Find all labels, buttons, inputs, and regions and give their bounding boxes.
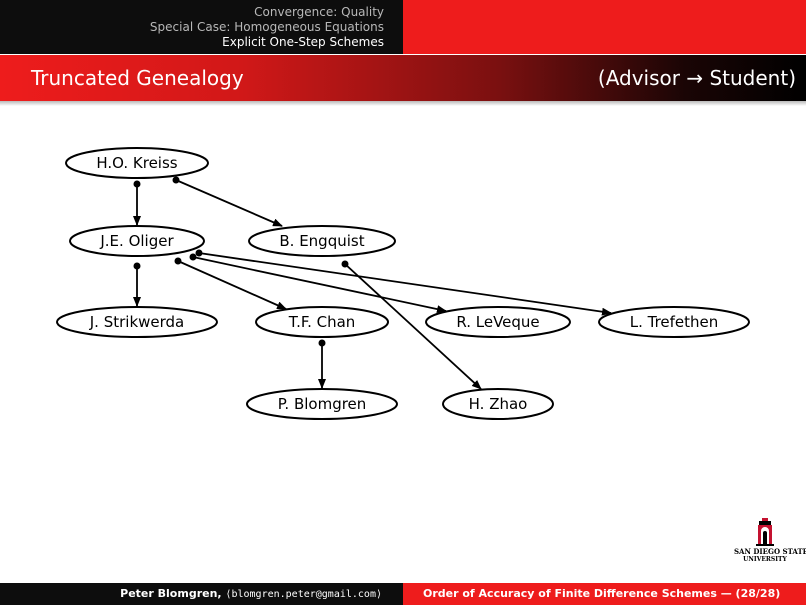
footer-talk-title: Order of Accuracy of Finite Difference S… — [423, 587, 781, 600]
edge-kreiss-to-oliger — [133, 180, 141, 226]
node-ellipse — [598, 306, 750, 338]
node-label: J. Strikwerda — [89, 313, 185, 331]
edge-oliger-to-trefethen — [195, 249, 612, 316]
nav-accent-panel — [403, 0, 806, 54]
node-kreiss: H.O. Kreiss — [65, 147, 209, 179]
node-label: L. Trefethen — [630, 313, 719, 331]
footer-author: Peter Blomgren, ⟨blomgren.peter@gmail.co… — [120, 587, 382, 600]
frame-subtitle: (Advisor → Student) — [597, 66, 796, 90]
logo-text-line1: SAN DIEGO STATE — [734, 547, 806, 556]
edge-arrow — [192, 256, 447, 314]
university-logo: SAN DIEGO STATE UNIVERSITY — [734, 518, 806, 566]
frame-title-bar: Truncated Genealogy (Advisor → Student) — [0, 55, 806, 106]
frame-title: Truncated Genealogy — [31, 66, 244, 90]
edge-start-dot — [174, 257, 182, 265]
edge-engquist-to-zhao — [341, 260, 482, 390]
node-strikwerda: J. Strikwerda — [56, 306, 218, 338]
edge-start-dot — [133, 262, 141, 270]
logo-text-line2: UNIVERSITY — [743, 556, 787, 563]
author-name: Peter Blomgren, — [120, 587, 222, 600]
edge-arrow — [198, 252, 612, 316]
node-trefethen: L. Trefethen — [598, 306, 750, 338]
edge-start-dot — [318, 339, 326, 347]
nav-subsection-homogeneous[interactable]: Special Case: Homogeneous Equations — [149, 20, 384, 34]
node-ellipse — [56, 306, 218, 338]
node-label: P. Blomgren — [278, 395, 367, 413]
nav-section-convergence[interactable]: Convergence: Quality — [254, 5, 384, 19]
edge-chan-to-blomgren — [318, 339, 326, 389]
node-label: R. LeVeque — [456, 313, 539, 331]
node-engquist: B. Engquist — [248, 225, 396, 257]
node-chan: T.F. Chan — [255, 306, 389, 338]
edge-oliger-to-strikwerda — [133, 262, 141, 307]
author-email[interactable]: ⟨blomgren.peter@gmail.com⟩ — [225, 589, 382, 600]
edges-layer — [133, 176, 612, 390]
node-blomgren: P. Blomgren — [246, 388, 398, 420]
edge-start-dot — [133, 180, 141, 188]
node-label: H.O. Kreiss — [96, 154, 177, 172]
node-ellipse — [65, 147, 209, 179]
university-seal-icon — [756, 518, 774, 546]
edge-oliger-to-leveque — [189, 253, 447, 314]
node-ellipse — [255, 306, 389, 338]
footer-talk-panel: Order of Accuracy of Finite Difference S… — [403, 583, 806, 605]
footer-author-panel: Peter Blomgren, ⟨blomgren.peter@gmail.co… — [0, 583, 403, 605]
node-zhao: H. Zhao — [442, 388, 554, 420]
node-ellipse — [442, 388, 554, 420]
node-ellipse — [248, 225, 396, 257]
edge-start-dot — [195, 249, 203, 257]
node-leveque: R. LeVeque — [425, 306, 571, 338]
edge-arrow — [175, 179, 283, 227]
node-label: B. Engquist — [279, 232, 364, 250]
edge-arrow — [344, 263, 482, 390]
node-label: H. Zhao — [469, 395, 528, 413]
node-label: T.F. Chan — [288, 313, 356, 331]
node-ellipse — [425, 306, 571, 338]
edge-start-dot — [189, 253, 197, 261]
edge-start-dot — [341, 260, 349, 268]
edge-oliger-to-chan — [174, 257, 287, 310]
section-navigation: Convergence: Quality Special Case: Homog… — [0, 0, 806, 54]
nav-subsection-explicit-schemes[interactable]: Explicit One-Step Schemes — [222, 35, 384, 49]
node-label: J.E. Oliger — [99, 232, 174, 250]
edge-arrow — [177, 260, 287, 310]
edge-start-dot — [172, 176, 180, 184]
footer-bar: Peter Blomgren, ⟨blomgren.peter@gmail.co… — [0, 583, 806, 605]
node-oliger: J.E. Oliger — [69, 225, 205, 257]
node-ellipse — [69, 225, 205, 257]
section-nav-panel: Convergence: Quality Special Case: Homog… — [0, 0, 403, 54]
edge-kreiss-to-engquist — [172, 176, 283, 227]
node-ellipse — [246, 388, 398, 420]
